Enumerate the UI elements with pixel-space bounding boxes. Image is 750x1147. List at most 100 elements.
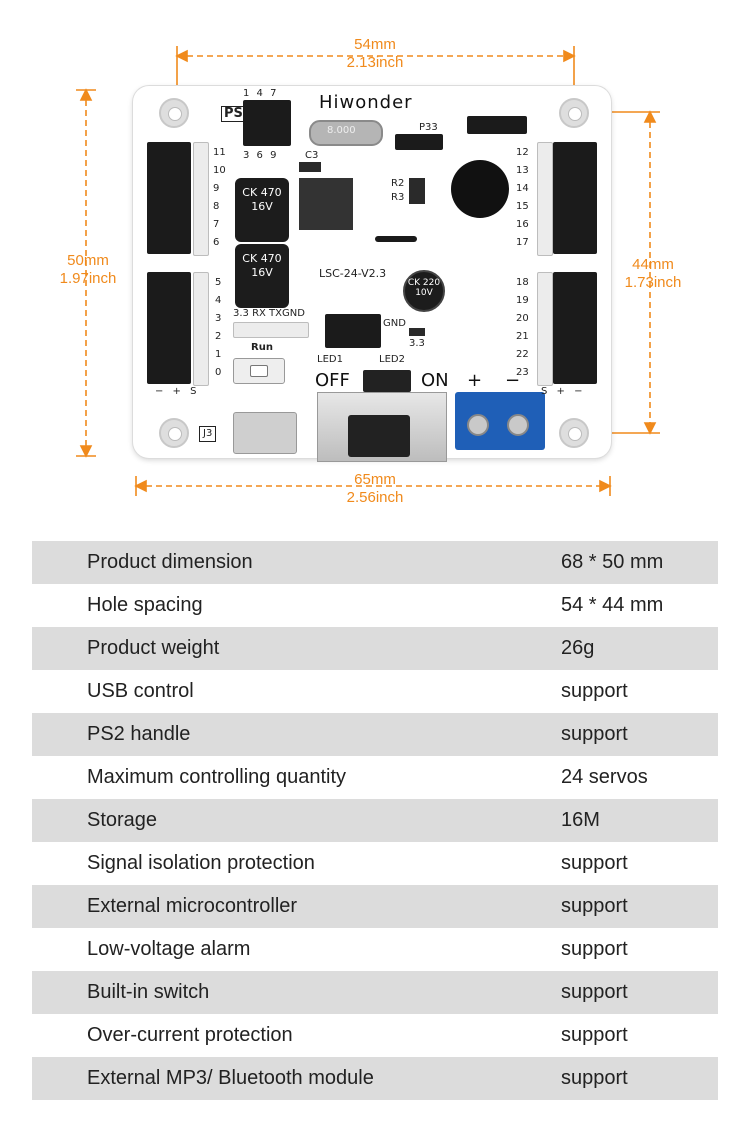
- left-dimension-mm: 50mm: [67, 252, 109, 269]
- c3-component: [299, 162, 321, 172]
- bottom-dimension-mm: 65mm: [354, 471, 396, 488]
- j3-label: J3: [199, 426, 217, 442]
- spec-label: External MP3/ Bluetooth module: [87, 1067, 374, 1089]
- channel-3: 3: [215, 313, 222, 324]
- channel-20: 20: [516, 313, 529, 324]
- channel-17: 17: [516, 237, 529, 248]
- table-row: Maximum controlling quantity 24 servos: [32, 756, 718, 799]
- channel-8: 8: [213, 201, 220, 212]
- spec-label: External microcontroller: [87, 895, 298, 917]
- power-switch[interactable]: [317, 392, 447, 462]
- bottom-dimension-inch: 2.56inch: [346, 489, 404, 506]
- channel-16: 16: [516, 219, 529, 230]
- channel-6: 6: [213, 237, 220, 248]
- left-dimension-inch: 1.97inch: [59, 270, 117, 287]
- jumper-header: [325, 314, 381, 348]
- spec-label: Built-in switch: [87, 981, 210, 1003]
- left-pin-legend: − + S: [155, 386, 197, 397]
- channel-23: 23: [516, 367, 529, 378]
- table-row: External MP3/ Bluetooth module support: [32, 1057, 718, 1100]
- table-row: Product weight 26g: [32, 627, 718, 670]
- spec-value: support: [561, 938, 628, 960]
- table-row: Hole spacing 54 * 44 mm: [32, 584, 718, 627]
- left-numbers-bottom: 5 4 3 2 1 0: [215, 274, 221, 382]
- table-row: Product dimension 68 * 50 mm: [32, 541, 718, 584]
- mount-hole-top-left: [159, 98, 189, 128]
- mount-hole-bottom-left: [159, 418, 189, 448]
- servo-socket-right-top: [537, 142, 553, 256]
- test-points: [375, 236, 417, 242]
- led2-label: LED2: [379, 354, 405, 365]
- channel-14: 14: [516, 183, 529, 194]
- top-dimension-inch: 2.13inch: [346, 54, 404, 71]
- channel-4: 4: [215, 295, 222, 306]
- servo-controller-board: Hiwonder PS2 1 4 7 3 6 9 8.000 C3 P33 R2…: [133, 86, 611, 462]
- spec-value: support: [561, 723, 628, 745]
- run-button[interactable]: [233, 358, 285, 384]
- spec-label: Storage: [87, 809, 158, 831]
- table-row: Over-current protection support: [32, 1014, 718, 1057]
- spec-value: 54 * 44 mm: [561, 594, 664, 616]
- channel-10: 10: [213, 165, 226, 176]
- terminal-screw-positive: [467, 414, 489, 436]
- led1-label: LED1: [317, 354, 343, 365]
- spec-label: USB control: [87, 680, 194, 702]
- dimension-lines: [76, 46, 660, 496]
- channel-2: 2: [215, 331, 222, 342]
- channel-7: 7: [213, 219, 220, 230]
- capacitor-470uf-2: CK 470 16V: [235, 244, 289, 308]
- servo-socket-left-top: [193, 142, 209, 256]
- v33-label: 3.3: [409, 338, 425, 349]
- smd-component: [409, 328, 425, 336]
- channel-5: 5: [215, 277, 222, 288]
- spec-label: Maximum controlling quantity: [87, 766, 346, 788]
- power-switch-knob[interactable]: [348, 415, 410, 457]
- spec-label: PS2 handle: [87, 723, 191, 745]
- spec-label: Over-current protection: [87, 1024, 293, 1046]
- brand-logo: Hiwonder: [319, 92, 413, 113]
- off-label: OFF: [315, 370, 350, 391]
- resistors: [409, 178, 425, 204]
- servo-header-left-bottom: [147, 272, 191, 384]
- right-numbers-top: 12 13 14 15 16 17: [516, 144, 529, 252]
- top-dimension-mm: 54mm: [354, 36, 396, 53]
- servo-socket-right-bottom: [537, 272, 553, 386]
- table-row: External microcontroller support: [32, 885, 718, 928]
- right-pin-legend: S + −: [541, 386, 583, 397]
- spec-value: 26g: [561, 637, 595, 659]
- channel-9: 9: [213, 183, 220, 194]
- product-figure: 54mm 2.13inch 65mm 2.56inch 50mm 1.97inc…: [0, 0, 750, 520]
- buzzer: [451, 160, 509, 218]
- mount-hole-top-right: [559, 98, 589, 128]
- channel-19: 19: [516, 295, 529, 306]
- voltage-regulator: [299, 178, 353, 230]
- channel-11: 11: [213, 147, 226, 158]
- table-row: Low-voltage alarm support: [32, 928, 718, 971]
- left-dimension-label: 50mm 1.97inch: [40, 252, 136, 288]
- spec-label: Product weight: [87, 637, 220, 659]
- p33-label: P33: [419, 122, 438, 133]
- channel-22: 22: [516, 349, 529, 360]
- capacitor-470uf-1: CK 470 16V: [235, 178, 289, 242]
- minus-label: −: [505, 370, 521, 391]
- r3-label: R3: [391, 192, 405, 203]
- crystal-label: 8.000: [327, 125, 356, 136]
- usb-port: [233, 412, 297, 454]
- table-row: Storage 16M: [32, 799, 718, 842]
- spec-value: support: [561, 1024, 628, 1046]
- left-numbers-top: 11 10 9 8 7 6: [213, 144, 226, 252]
- spec-value: support: [561, 981, 628, 1003]
- table-row: Signal isolation protection support: [32, 842, 718, 885]
- right-dimension-label: 44mm 1.73inch: [608, 256, 698, 292]
- channel-13: 13: [516, 165, 529, 176]
- spec-value: support: [561, 852, 628, 874]
- channel-18: 18: [516, 277, 529, 288]
- ps2-header: [243, 100, 291, 146]
- channel-0: 0: [215, 367, 222, 378]
- spec-value: 24 servos: [561, 766, 648, 788]
- terminal-screw-negative: [507, 414, 529, 436]
- top-right-header: [467, 116, 527, 134]
- plus-label: +: [467, 370, 483, 391]
- gnd-label: GND: [383, 318, 406, 329]
- table-row: Built-in switch support: [32, 971, 718, 1014]
